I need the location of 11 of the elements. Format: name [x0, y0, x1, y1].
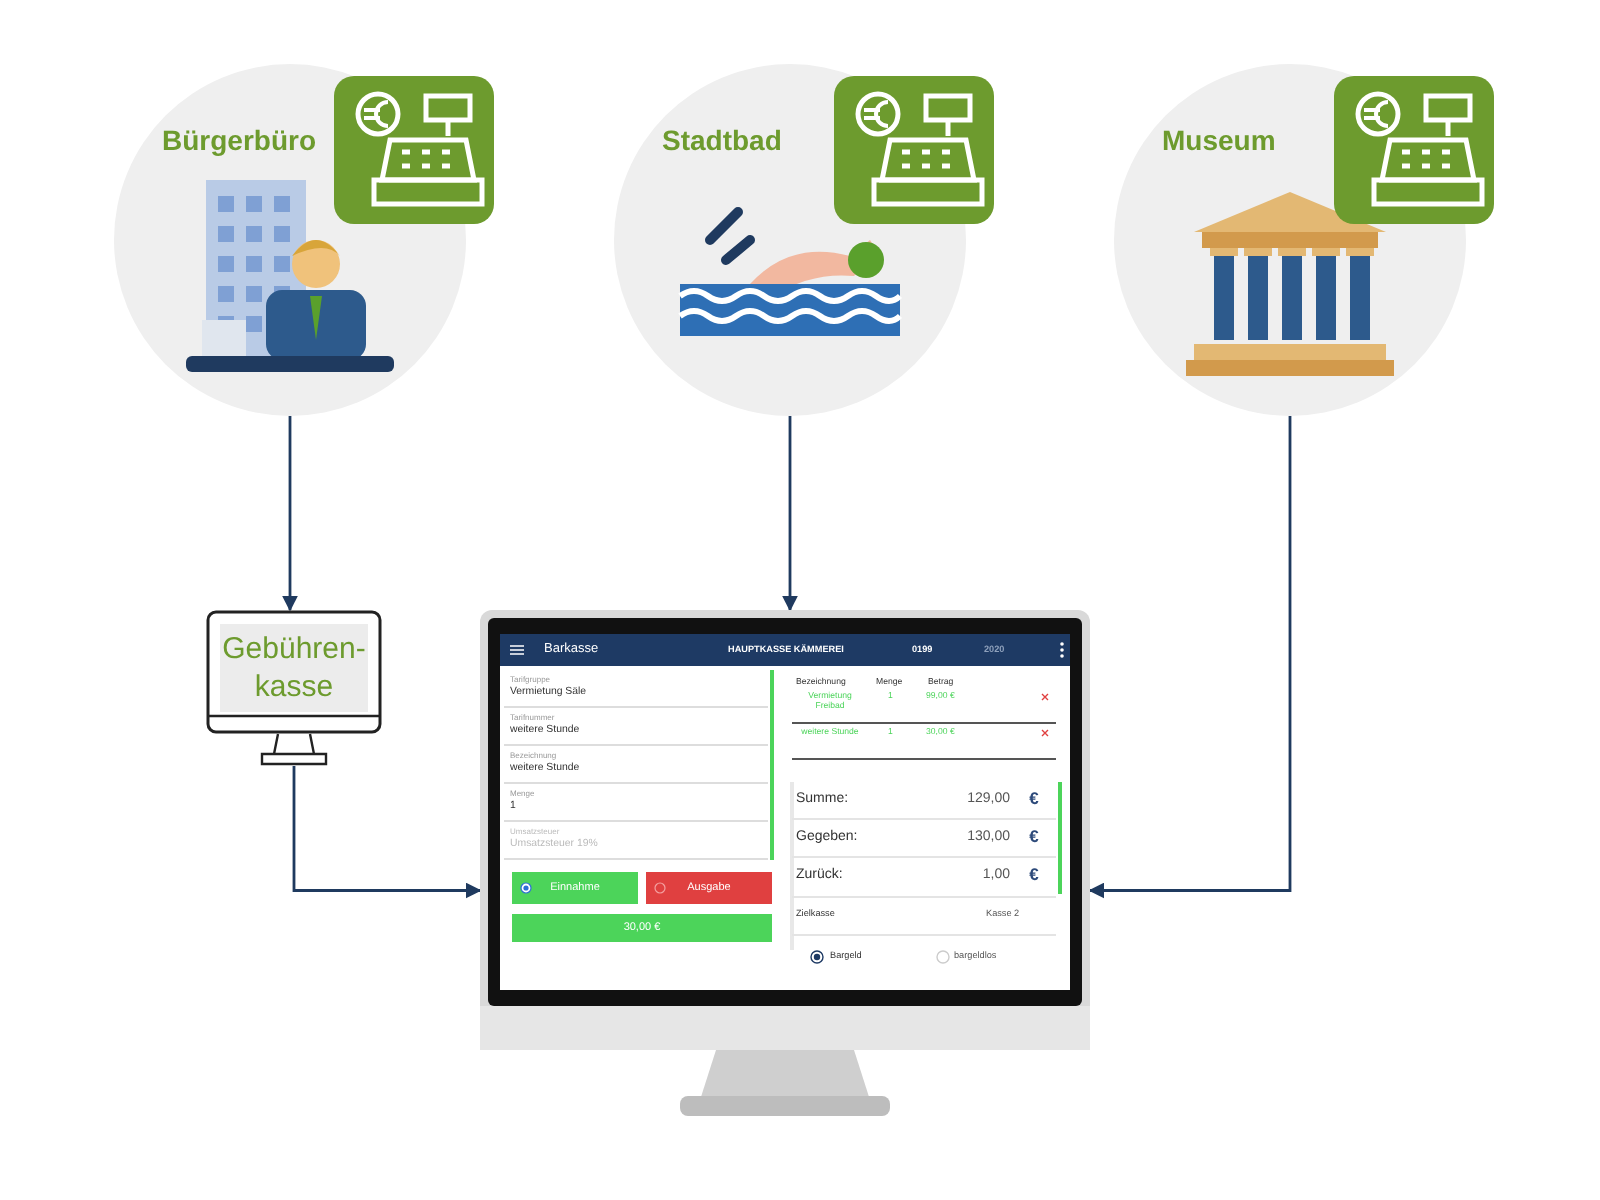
- node-title: Bürgerbüro: [162, 124, 316, 157]
- node-title: Museum: [1162, 124, 1276, 157]
- arrow: [782, 416, 798, 612]
- currency-sign: €: [1027, 828, 1041, 848]
- arrow: [282, 416, 298, 612]
- node-title: Stadtbad: [662, 124, 782, 157]
- currency-sign: €: [1027, 790, 1041, 810]
- currency-sign: €: [1027, 866, 1041, 886]
- arrow: [292, 766, 482, 899]
- monitor-label: Gebühren- kasse: [222, 630, 366, 706]
- arrow: [1088, 416, 1292, 899]
